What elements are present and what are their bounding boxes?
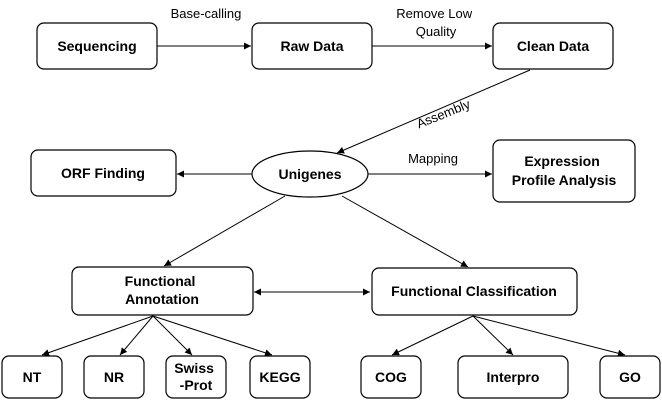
node-expression-profile: Expression Profile Analysis <box>492 139 636 203</box>
node-unigenes-label: Unigenes <box>278 166 341 182</box>
label-mapping: Mapping <box>408 151 458 166</box>
label-base-calling: Base-calling <box>171 6 242 21</box>
label-remove-low-quality: Remove Low Quality <box>396 6 476 39</box>
edge-annotation-kegg <box>152 315 273 357</box>
node-clean-data-label: Clean Data <box>517 38 590 54</box>
node-func-annot-line2: Annotation <box>125 291 199 307</box>
node-swiss-line2: -Prot <box>180 377 213 393</box>
edge-unigenes-annotation <box>163 195 286 267</box>
node-swiss-line1: Swiss <box>174 360 214 376</box>
node-orf-finding: ORF Finding <box>30 149 177 197</box>
node-expression-line1: Expression <box>524 153 599 169</box>
node-cog-label: COG <box>375 369 407 385</box>
node-sequencing: Sequencing <box>36 22 158 70</box>
node-unigenes: Unigenes <box>251 150 369 198</box>
node-expression-label: Expression Profile Analysis <box>512 153 617 188</box>
edge-clean-unigenes <box>336 69 531 154</box>
node-raw-data-label: Raw Data <box>280 38 343 54</box>
edge-classification-go <box>472 315 626 357</box>
node-functional-classification: Functional Classification <box>371 267 578 316</box>
node-functional-annotation: Functional Annotation <box>71 266 254 316</box>
edge-classification-cog <box>391 315 474 356</box>
node-swiss-prot-label: Swiss -Prot <box>174 360 218 393</box>
label-remove-low-line2: Quality <box>416 24 457 39</box>
edge-classification-interpro <box>472 315 514 356</box>
node-sequencing-label: Sequencing <box>57 38 136 54</box>
node-nt: NT <box>1 355 63 399</box>
node-go-label: GO <box>619 369 641 385</box>
node-kegg: KEGG <box>249 355 311 399</box>
node-nt-label: NT <box>23 369 42 385</box>
node-interpro-label: Interpro <box>487 369 540 385</box>
node-cog: COG <box>360 355 422 399</box>
node-nr-label: NR <box>104 369 124 385</box>
edge-annotation-nr <box>119 315 154 356</box>
node-go: GO <box>599 355 661 399</box>
node-orf-finding-label: ORF Finding <box>61 165 145 181</box>
node-func-annot-line1: Functional <box>125 273 196 289</box>
node-raw-data: Raw Data <box>251 22 373 70</box>
node-clean-data: Clean Data <box>492 22 614 70</box>
node-functional-annotation-label: Functional Annotation <box>125 273 200 307</box>
edge-annotation-nt <box>41 315 154 356</box>
node-nr: NR <box>83 355 145 399</box>
label-assembly: Assembly <box>414 96 472 131</box>
node-swiss-prot: Swiss -Prot <box>165 355 227 399</box>
edge-annotation-swiss <box>152 315 193 356</box>
node-expression-line2: Profile Analysis <box>512 172 617 188</box>
edge-unigenes-classification <box>341 195 469 268</box>
node-interpro: Interpro <box>457 355 569 399</box>
node-functional-classification-label: Functional Classification <box>391 283 557 299</box>
label-remove-low-line1: Remove Low <box>396 6 472 21</box>
node-kegg-label: KEGG <box>259 369 300 385</box>
